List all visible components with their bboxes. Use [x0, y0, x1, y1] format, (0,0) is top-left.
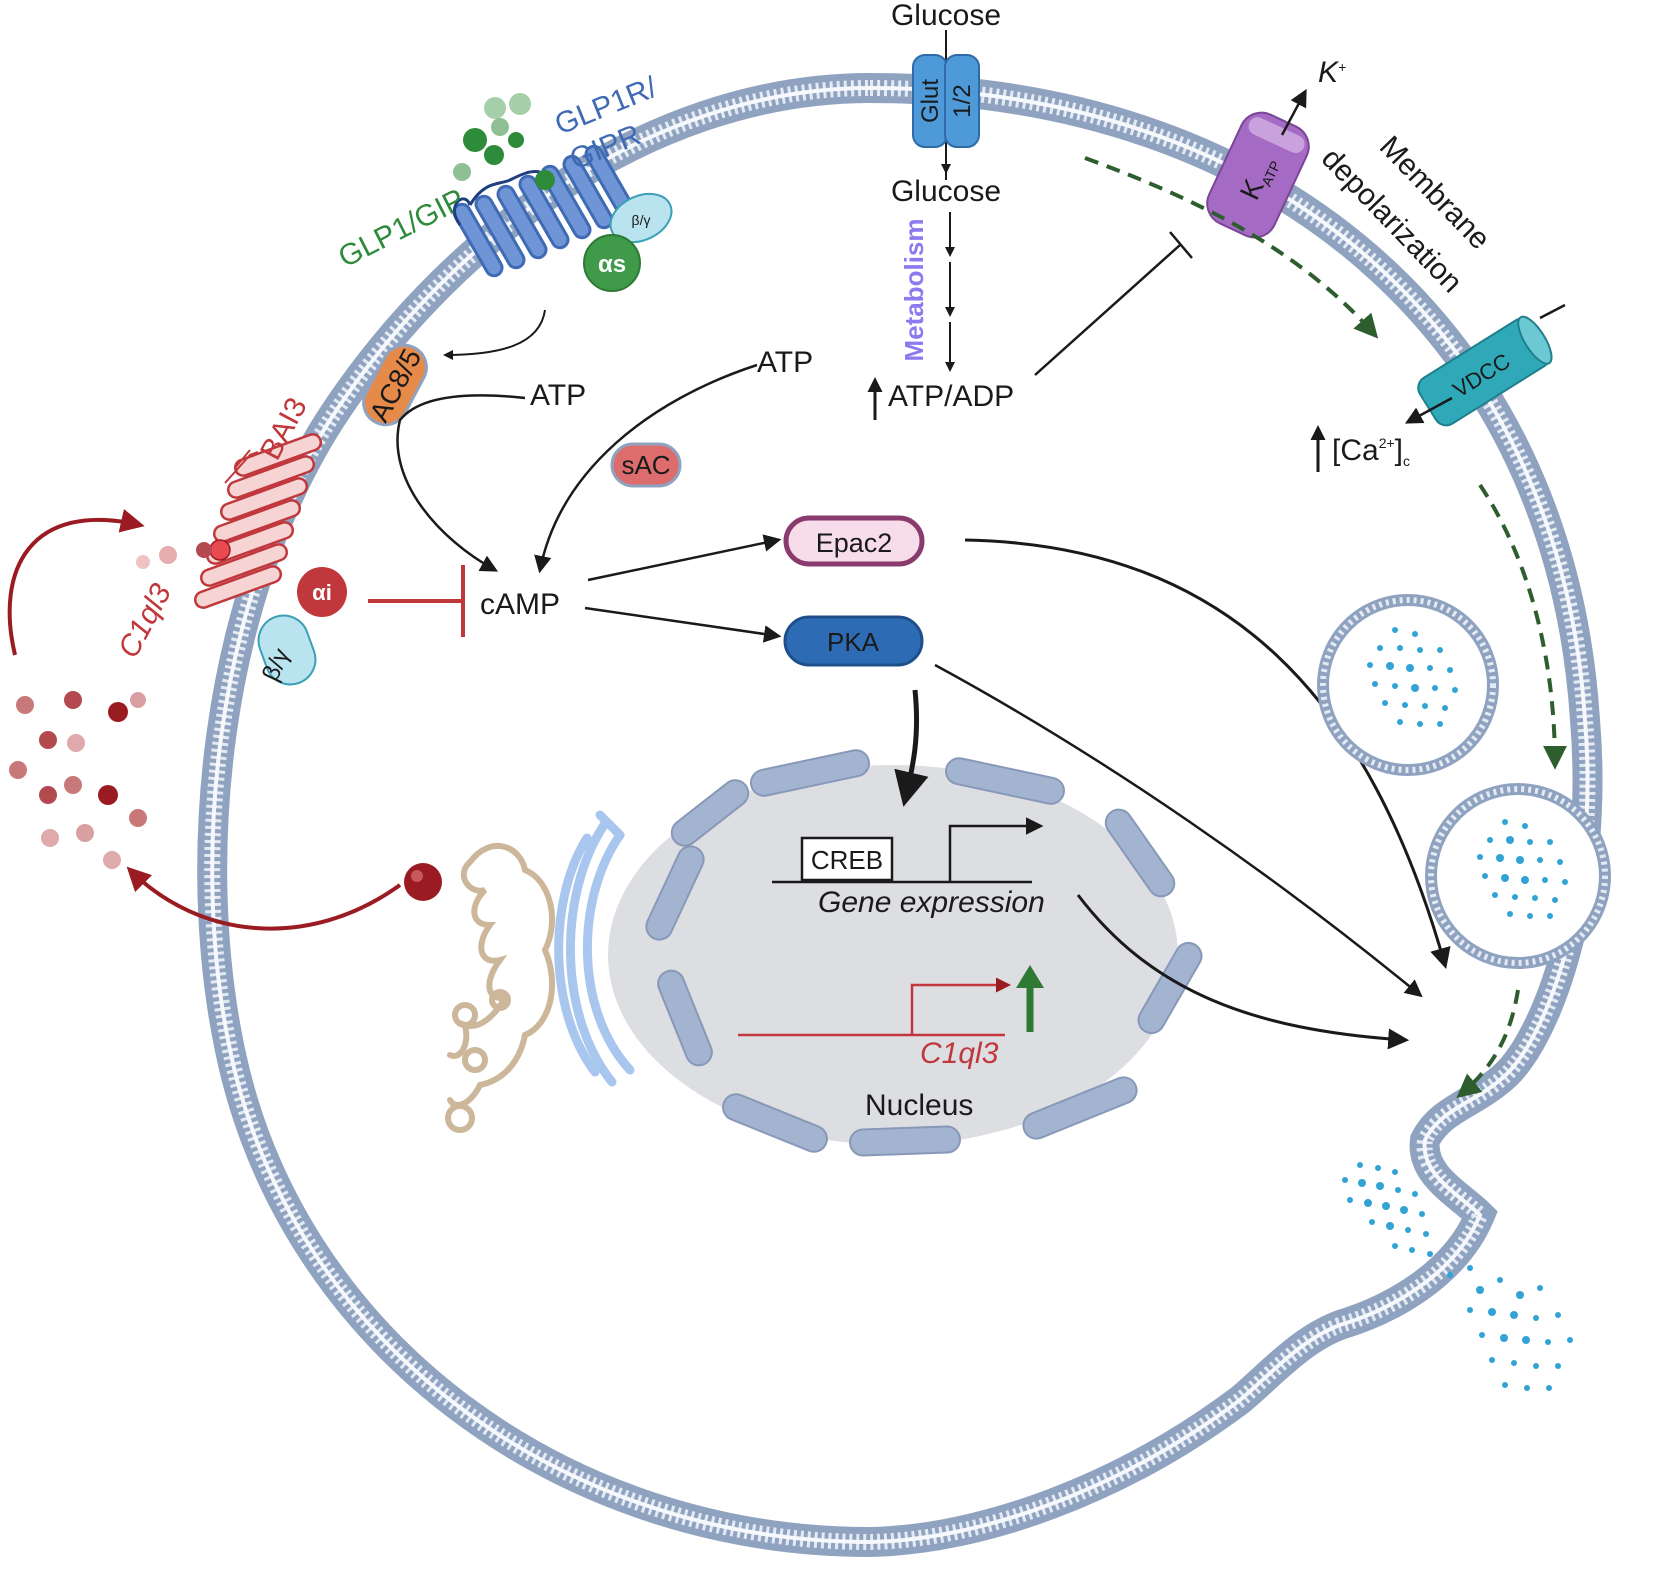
receptor-to-ac-arrow [443, 309, 546, 360]
c1ql3-vesicle [126, 863, 442, 931]
epac2-to-exocytosis-arrow [964, 538, 1451, 970]
glut-transporter: Glut 1/2 [912, 54, 980, 148]
alpha-s-label: αs [598, 251, 626, 278]
c1ql3-to-bai3-arrow [7, 509, 145, 656]
atp-label-sac: ATP [757, 346, 813, 379]
beta-gamma-s-label: β/γ [632, 212, 651, 228]
glucose-outside-label: Glucose [891, 0, 1001, 32]
metabolism-label: Metabolism [899, 218, 929, 361]
exocytosis-granules [1342, 1162, 1573, 1391]
epac2-label: Epac2 [816, 528, 893, 558]
ac-atp-to-camp-arrow [396, 394, 526, 572]
ca-influx-arrow [1404, 396, 1453, 424]
plasma-membrane [197, 72, 1603, 1558]
pka-node: PKA [783, 615, 924, 667]
glp1-gip-ligands [453, 93, 555, 190]
sac-enzyme: sAC [610, 442, 682, 488]
c1ql3-gene [738, 965, 1044, 1037]
insulin-granule-1 [1317, 594, 1499, 776]
camp-to-epac2-arrow [587, 534, 782, 582]
nucleus-label: Nucleus [865, 1089, 973, 1122]
camp-label: cAMP [480, 588, 560, 621]
alpha-i-label: αi [312, 580, 332, 605]
epac2-node: Epac2 [783, 515, 925, 567]
pka-to-exocytosis-arrow [934, 663, 1423, 998]
k-plus-label: K+ [1318, 56, 1346, 89]
ca-label: [Ca2+]c [1332, 434, 1410, 469]
katp-channel: KATP [1206, 111, 1310, 239]
gene-expression-to-exocytosis-arrow [1076, 894, 1410, 1050]
sac-atp-to-camp-arrow [534, 363, 758, 574]
insulin-granule-2 [1425, 783, 1611, 969]
bai3-receptor: αi β/γ [193, 433, 347, 686]
camp-to-pka-arrow [584, 606, 782, 643]
creb-label: CREB [811, 845, 883, 875]
atp-label-ac: ATP [530, 379, 586, 412]
ca-to-vesicle-dashed-arrow [1478, 483, 1567, 770]
glut-label-b: 1/2 [949, 84, 976, 117]
pka-label: PKA [827, 627, 880, 657]
sac-label: sAC [621, 450, 670, 480]
glucose-inside-label: Glucose [891, 175, 1001, 208]
metabolism-arrows [941, 147, 955, 372]
c1ql3-gene-label: C1ql3 [920, 1037, 999, 1070]
glp1r-gipr-receptor: β/γ αs [452, 144, 673, 292]
atp-adp-inhibits-katp [1034, 231, 1193, 376]
golgi-apparatus [445, 842, 555, 1133]
creb-gene: CREB [772, 817, 1044, 884]
endoplasmic-reticulum [554, 810, 635, 1087]
glut-label-a: Glut [917, 79, 944, 123]
k-efflux-arrow [1280, 88, 1307, 136]
nucleus [608, 749, 1203, 1157]
c1ql3-outside-label: C1ql3 [112, 578, 178, 663]
gene-expression-label: Gene expression [818, 886, 1045, 919]
atp-adp-label: ATP/ADP [888, 380, 1014, 413]
depolarization-dashed-arrow [1084, 156, 1379, 339]
bai3-inhibits-camp [368, 565, 465, 637]
pka-to-creb-arrow [894, 689, 929, 807]
secreted-c1ql3-dots [9, 546, 177, 869]
